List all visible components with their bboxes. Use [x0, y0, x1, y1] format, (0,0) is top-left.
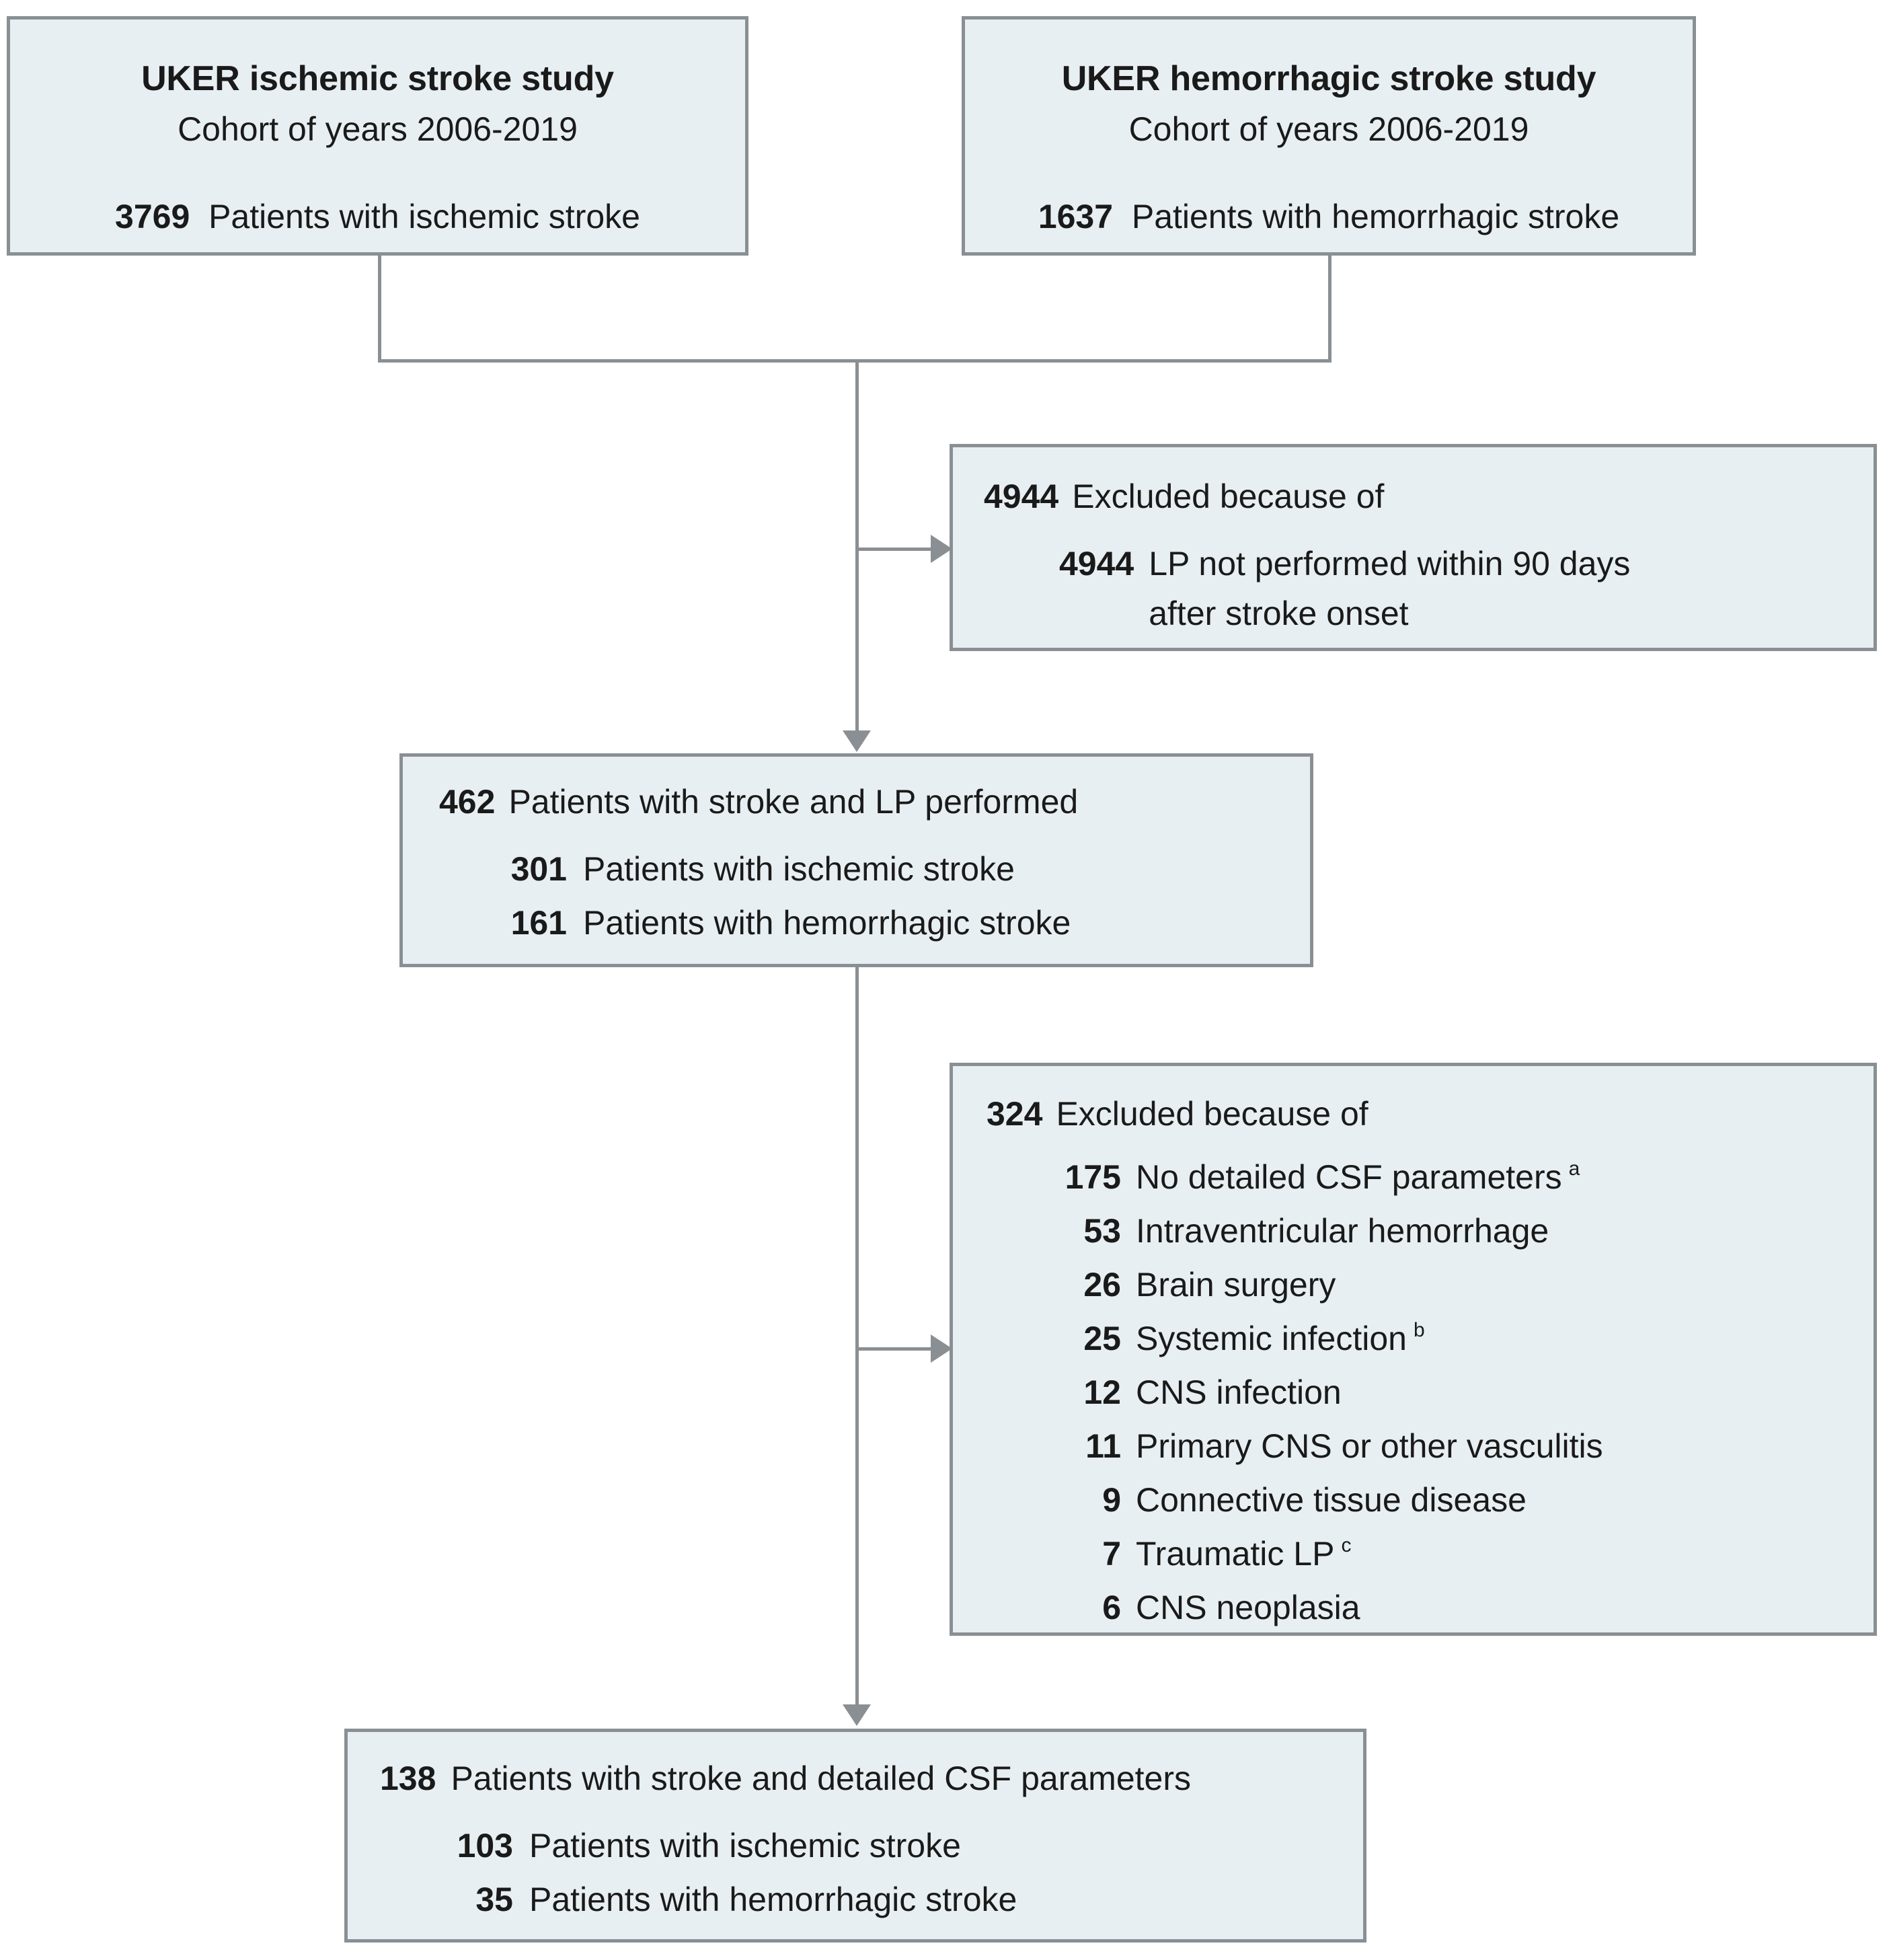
excluded-lp-header: Excluded because of: [1072, 478, 1385, 515]
arrow-down-to-final-cohort: [843, 1704, 871, 1726]
excluded-reason-2-label: Brain surgery: [1136, 1266, 1336, 1304]
box-final-cohort: 138 Patients with stroke and detailed CS…: [344, 1729, 1366, 1943]
excluded-reason-item: 175 No detailed CSF parameters a: [1056, 1158, 1853, 1197]
final-cohort-count: 138: [380, 1760, 436, 1797]
excluded-reason-0-count: 175: [1065, 1158, 1121, 1196]
arrow-right-to-excluded-lp: [931, 535, 952, 563]
excluded-reason-item: 26 Brain surgery: [1056, 1265, 1853, 1304]
lp-performed-item-0-count: 301: [510, 850, 567, 888]
lp-performed-header: Patients with stroke and LP performed: [508, 783, 1079, 821]
excluded-reason-4-count: 12: [1083, 1373, 1121, 1411]
final-cohort-item: 35 Patients with hemorrhagic stroke: [380, 1880, 1343, 1919]
excluded-reason-item: 11 Primary CNS or other vasculitis: [1056, 1427, 1853, 1466]
excluded-reason-item: 6 CNS neoplasia: [1056, 1588, 1853, 1627]
hemorrhagic-study-count-label: Patients with hemorrhagic stroke: [1131, 198, 1620, 235]
excluded-reason-0-footnote: a: [1568, 1158, 1580, 1180]
connector-main-spine-upper: [855, 359, 859, 733]
excluded-reason-item: 12 CNS infection: [1056, 1373, 1853, 1412]
excluded-reason-item: 7 Traumatic LP c: [1056, 1534, 1853, 1573]
excluded-reason-7-count: 7: [1102, 1535, 1121, 1573]
excluded-reason-0-label: No detailed CSF parameters: [1136, 1158, 1562, 1196]
excluded-reason-6-count: 9: [1102, 1481, 1121, 1519]
hemorrhagic-study-count-line: 1637 Patients with hemorrhagic stroke: [978, 197, 1679, 236]
excluded-reason-3-count: 25: [1083, 1320, 1121, 1357]
connector-to-excluded-reasons: [859, 1347, 933, 1351]
excluded-reason-5-label: Primary CNS or other vasculitis: [1136, 1427, 1603, 1465]
excluded-reason-3-label: Systemic infection: [1136, 1320, 1407, 1357]
hemorrhagic-study-title: UKER hemorrhagic stroke study: [1061, 59, 1596, 98]
excluded-lp-item: 4944 LP not performed within 90 days aft…: [984, 544, 1847, 633]
lp-performed-item-1-count: 161: [510, 904, 567, 942]
excluded-reason-item: 25 Systemic infection b: [1056, 1319, 1853, 1358]
box-ischemic-study: UKER ischemic stroke study Cohort of yea…: [7, 16, 748, 256]
excluded-reason-7-label: Traumatic LP: [1136, 1535, 1335, 1573]
excluded-reason-item: 53 Intraventricular hemorrhage: [1056, 1211, 1853, 1250]
connector-merge-bar: [378, 359, 1332, 363]
final-cohort-item-0-label: Patients with ischemic stroke: [529, 1827, 961, 1864]
arrow-right-to-excluded-reasons: [931, 1334, 952, 1363]
box-lp-performed: 462 Patients with stroke and LP performe…: [399, 753, 1313, 967]
lp-performed-count: 462: [439, 783, 496, 821]
ischemic-study-subtitle: Cohort of years 2006-2019: [178, 110, 578, 148]
ischemic-study-count-label: Patients with ischemic stroke: [208, 198, 640, 235]
lp-performed-item: 161 Patients with hemorrhagic stroke: [439, 903, 1283, 942]
excluded-reasons-header-row: 324 Excluded because of: [987, 1094, 1853, 1133]
final-cohort-item-1-label: Patients with hemorrhagic stroke: [529, 1881, 1017, 1918]
excluded-lp-item-label-2: after stroke onset: [1149, 595, 1409, 632]
excluded-lp-item-label: LP not performed within 90 days: [1149, 545, 1631, 582]
connector-ischemic-drop: [378, 256, 381, 362]
hemorrhagic-study-count: 1637: [1038, 198, 1114, 235]
final-cohort-item-0-count: 103: [457, 1827, 513, 1864]
excluded-reason-4-label: CNS infection: [1136, 1373, 1342, 1411]
excluded-reason-2-count: 26: [1083, 1266, 1121, 1304]
lp-performed-header-row: 462 Patients with stroke and LP performe…: [439, 782, 1283, 821]
excluded-reason-7-footnote: c: [1341, 1534, 1352, 1556]
ischemic-study-count: 3769: [115, 198, 190, 235]
connector-to-excluded-lp: [859, 548, 933, 551]
excluded-lp-header-row: 4944 Excluded because of: [984, 477, 1847, 516]
final-cohort-item: 103 Patients with ischemic stroke: [380, 1826, 1343, 1865]
box-excluded-lp: 4944 Excluded because of 4944 LP not per…: [950, 444, 1877, 651]
excluded-reason-3-footnote: b: [1413, 1319, 1425, 1341]
box-hemorrhagic-study: UKER hemorrhagic stroke study Cohort of …: [962, 16, 1696, 256]
final-cohort-item-1-count: 35: [475, 1881, 513, 1918]
lp-performed-item-1-label: Patients with hemorrhagic stroke: [583, 904, 1071, 942]
excluded-reason-6-label: Connective tissue disease: [1136, 1481, 1527, 1519]
box-excluded-reasons: 324 Excluded because of 175 No detailed …: [950, 1063, 1877, 1636]
excluded-reason-5-count: 11: [1085, 1427, 1121, 1465]
ischemic-study-title: UKER ischemic stroke study: [141, 59, 614, 98]
excluded-reason-item: 9 Connective tissue disease: [1056, 1480, 1853, 1519]
final-cohort-header: Patients with stroke and detailed CSF pa…: [451, 1760, 1191, 1797]
connector-hemorrhagic-drop: [1328, 256, 1332, 362]
arrow-down-to-lp-performed: [843, 730, 871, 752]
excluded-reason-8-label: CNS neoplasia: [1136, 1589, 1360, 1626]
excluded-reason-1-count: 53: [1083, 1212, 1121, 1250]
lp-performed-item: 301 Patients with ischemic stroke: [439, 850, 1283, 889]
excluded-lp-item-count: 4944: [1059, 545, 1134, 582]
excluded-reasons-header: Excluded because of: [1056, 1095, 1368, 1133]
lp-performed-item-0-label: Patients with ischemic stroke: [583, 850, 1015, 888]
final-cohort-header-row: 138 Patients with stroke and detailed CS…: [380, 1759, 1343, 1798]
connector-main-spine-lower: [855, 967, 859, 1707]
excluded-reason-1-label: Intraventricular hemorrhage: [1136, 1212, 1549, 1250]
excluded-reason-8-count: 6: [1102, 1589, 1121, 1626]
hemorrhagic-study-subtitle: Cohort of years 2006-2019: [1128, 110, 1529, 148]
excluded-reasons-count: 324: [987, 1095, 1043, 1133]
excluded-lp-count: 4944: [984, 478, 1059, 515]
ischemic-study-count-line: 3769 Patients with ischemic stroke: [30, 197, 725, 236]
